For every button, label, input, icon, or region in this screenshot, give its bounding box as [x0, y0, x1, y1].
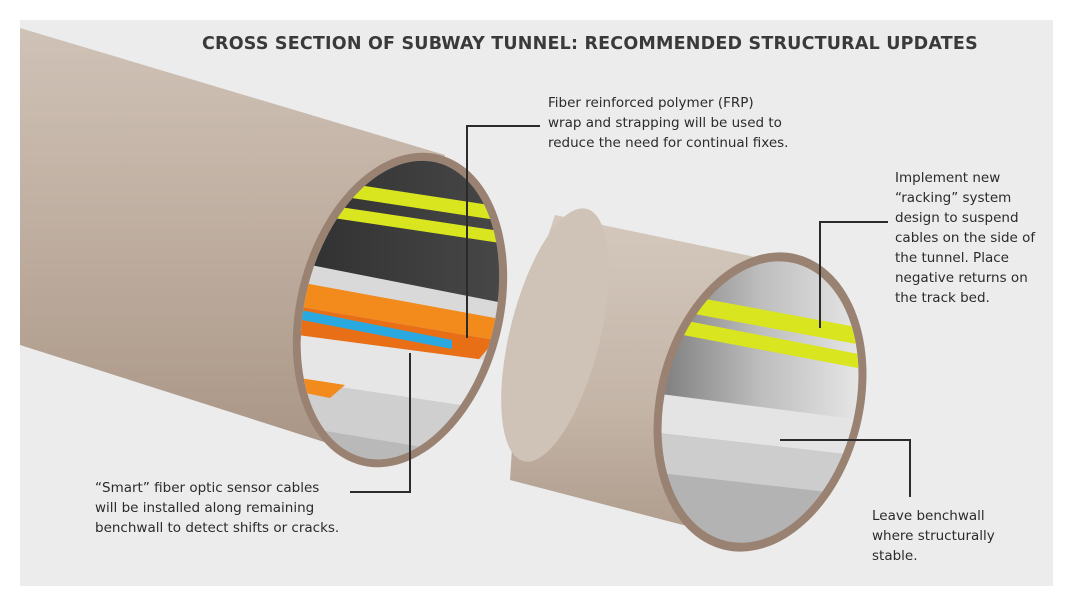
callout-racking: Implement new “racking” system design to… — [895, 168, 1035, 308]
callout-line: “Smart” fiber optic sensor cables — [95, 480, 320, 496]
benchwall — [633, 390, 887, 460]
callout-line: design to suspend — [895, 210, 1019, 226]
callout-leaders — [350, 125, 911, 497]
callout-line: the track bed. — [895, 290, 990, 306]
callout-line: Leave benchwall — [872, 508, 985, 524]
callout-line: stable. — [872, 548, 918, 564]
callout-line: the tunnel. Place — [895, 250, 1009, 266]
callout-line: “racking” system — [895, 190, 1012, 206]
leader-smart-fiber — [350, 353, 411, 493]
fiber-optic-cable — [271, 302, 452, 349]
callout-line: where structurally — [872, 528, 995, 544]
cable-strip — [271, 195, 529, 264]
callout-line: will be installed along remaining — [95, 500, 315, 516]
callout-line: Fiber reinforced polymer (FRP) — [548, 95, 754, 111]
callout-line: reduce the need for continual fixes. — [548, 135, 789, 151]
leader-frp — [466, 125, 540, 338]
callout-benchwall: Leave benchwall where structurally stabl… — [872, 506, 995, 566]
leader-racking — [819, 221, 888, 328]
leader-benchwall — [780, 439, 911, 497]
callout-line: benchwall to detect shifts or cracks. — [95, 520, 340, 536]
callout-line: cables on the side of — [895, 230, 1036, 246]
callout-smart-fiber: “Smart” fiber optic sensor cables will b… — [95, 478, 339, 538]
callout-line: wrap and strapping will be used to — [548, 115, 782, 131]
callout-line: negative returns on — [895, 270, 1028, 286]
diagram-title: CROSS SECTION OF SUBWAY TUNNEL: RECOMMEN… — [202, 34, 978, 54]
callout-line: Implement new — [895, 170, 1001, 186]
cable-strip — [633, 310, 887, 376]
frp-wrap — [271, 275, 495, 340]
callout-frp: Fiber reinforced polymer (FRP) wrap and … — [548, 93, 788, 153]
